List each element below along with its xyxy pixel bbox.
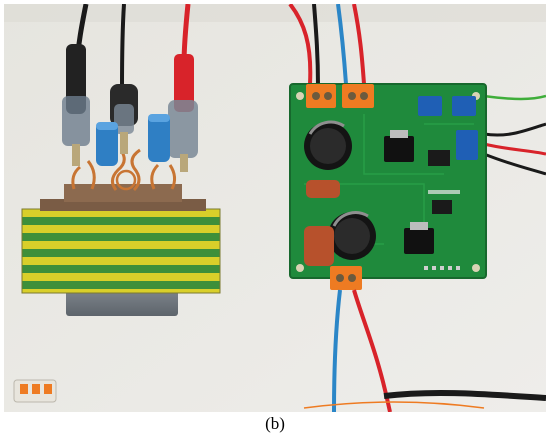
- power-transistor: [384, 130, 414, 162]
- electrolytic-capacitor: [304, 120, 352, 170]
- test-leads: [62, 4, 198, 172]
- header-pins: [424, 266, 460, 270]
- blue-terminal-block-2: [452, 96, 476, 116]
- transformer: [21, 148, 221, 316]
- blue-terminal-block-3: [456, 130, 478, 160]
- blue-capacitor: [96, 122, 118, 166]
- film-capacitor: [306, 180, 340, 198]
- orange-terminal-block: [306, 84, 336, 108]
- power-transistor-2: [404, 222, 434, 254]
- yellow-green-tape: [21, 208, 221, 294]
- blue-capacitor-2: [148, 114, 170, 162]
- wago-connector: [13, 379, 57, 403]
- pcb-board: [289, 83, 487, 290]
- copper-terminals: [71, 148, 177, 192]
- electrolytic-capacitor-2: [328, 211, 376, 260]
- blue-terminal-block: [418, 96, 442, 116]
- red-banana-plug: [174, 54, 194, 112]
- photo: [4, 4, 546, 412]
- ic-chip-2: [432, 200, 452, 214]
- film-capacitor-2: [304, 226, 334, 266]
- orange-terminal-block-2: [342, 84, 374, 108]
- pcb-output-wires: [303, 289, 546, 412]
- figure-caption: (b): [265, 414, 285, 433]
- ic-chip: [428, 150, 450, 166]
- pcb-input-wires: [288, 4, 546, 176]
- orange-terminal-block-bottom: [330, 266, 362, 290]
